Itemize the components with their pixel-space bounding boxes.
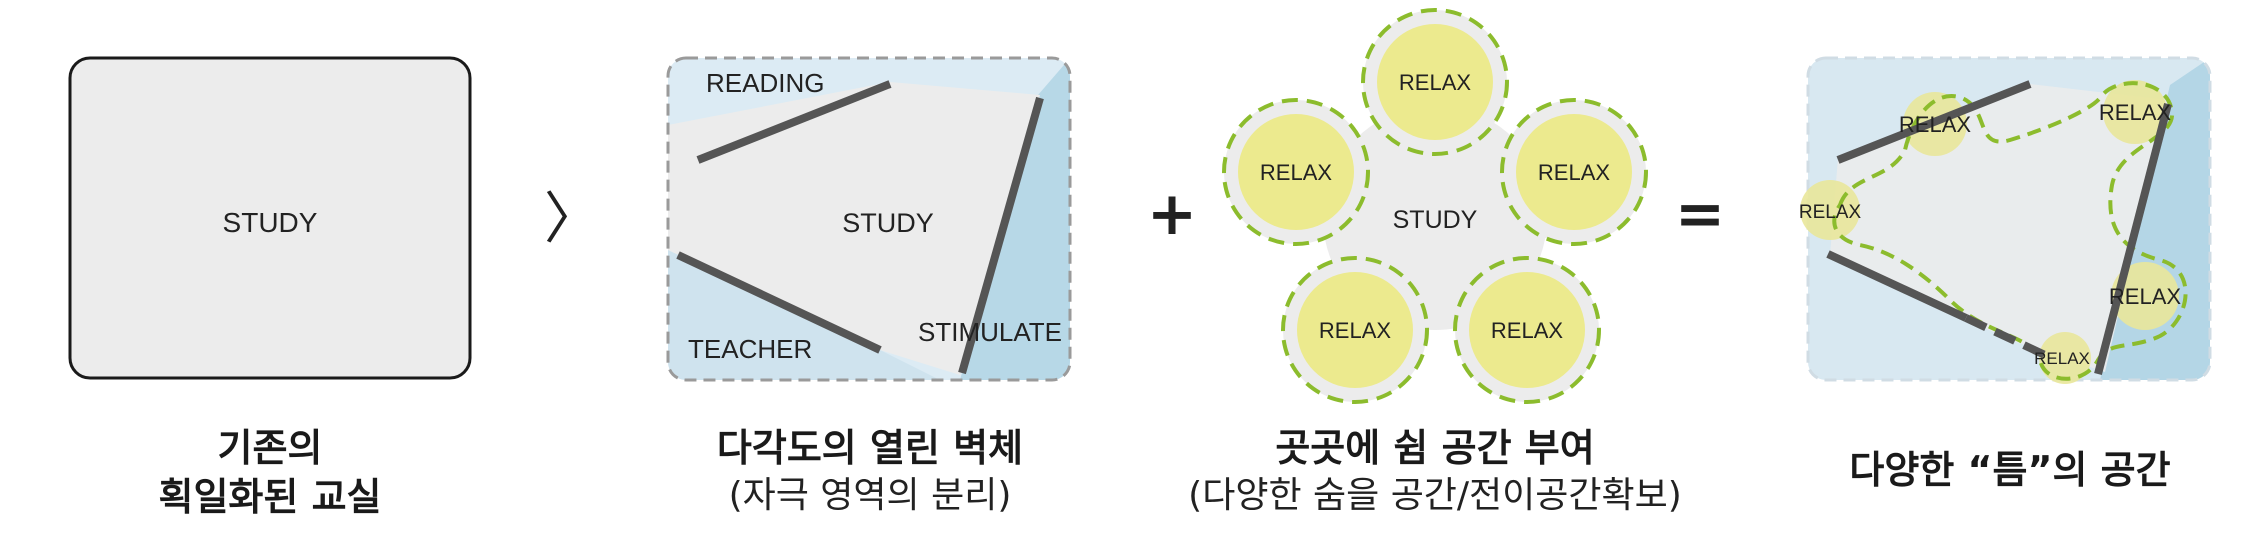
relax-label-bottom-left: RELAX bbox=[1319, 318, 1391, 343]
wall-bottom-left bbox=[1826, 250, 1968, 322]
wall-right bbox=[2094, 102, 2172, 376]
relax-circles bbox=[1238, 24, 1632, 388]
stimulate-zone bbox=[960, 58, 1070, 380]
caption-title: 다양한 “틈”의 공간 bbox=[1849, 448, 2171, 492]
study-label: STUDY bbox=[223, 207, 318, 238]
caption-subtitle: (자극 영역의 분리) bbox=[728, 474, 1012, 516]
wall-reading bbox=[696, 80, 892, 164]
relax-label-bottom-right: RELAX bbox=[1491, 318, 1563, 343]
relax-circle-top bbox=[1377, 24, 1493, 140]
relax-label-left: RELAX bbox=[1260, 160, 1332, 185]
panel-angled-walls: READING STUDY TEACHER STIMULATE bbox=[666, 56, 1072, 382]
caption-title: 기존의 bbox=[217, 426, 323, 470]
study-zone bbox=[668, 82, 1040, 375]
caption-title: 곳곳에 쉼 공간 부여 bbox=[1275, 426, 1595, 470]
relax-outline bbox=[1222, 8, 1648, 404]
panel-uniform-classroom: STUDY bbox=[68, 56, 472, 380]
plus-operator: + bbox=[1147, 179, 1197, 249]
relax-label-right: RELAX bbox=[1538, 160, 1610, 185]
relax-circle-bottom bbox=[2039, 332, 2091, 384]
study-label: STUDY bbox=[842, 208, 934, 238]
relax-circle-left bbox=[1238, 114, 1354, 230]
wall-stimulate bbox=[958, 96, 1044, 375]
relax-circle-right bbox=[2111, 262, 2179, 330]
relax-circle-right bbox=[1516, 114, 1632, 230]
relax-label-bottom: RELAX bbox=[2034, 349, 2090, 368]
caption-panel-3: 곳곳에 쉼 공간 부여 (다양한 숨을 공간/전이공간확보) bbox=[1160, 424, 1710, 519]
relax-circle-top-right bbox=[2103, 80, 2167, 144]
panel2-dashed-border bbox=[666, 56, 1072, 382]
caption-panel-2: 다각도의 열린 벽체 (자극 영역의 분리) bbox=[640, 424, 1100, 519]
caption-subtitle: (다양한 숨을 공간/전이공간확보) bbox=[1188, 474, 1682, 516]
teacher-label: TEACHER bbox=[688, 334, 812, 364]
equals-operator: = bbox=[1675, 179, 1725, 249]
relax-label-top-left: RELAX bbox=[1899, 112, 1971, 137]
caption-panel-1: 기존의 획일화된 교실 bbox=[70, 424, 470, 521]
reading-label: READING bbox=[706, 68, 824, 98]
classroom-box bbox=[68, 56, 472, 380]
caption-title-line2: 획일화된 교실 bbox=[158, 474, 382, 519]
relax-label-left: RELAX bbox=[1799, 202, 1862, 223]
caption-panel-4: 다양한 “틈”의 공간 bbox=[1780, 446, 2240, 495]
caption-title: 다각도의 열린 벽체 bbox=[716, 426, 1024, 470]
study-label: STUDY bbox=[1393, 206, 1478, 234]
panel-gap-spaces: RELAX RELAX RELAX RELAX RELAX bbox=[1799, 56, 2212, 384]
relax-circle-bottom-right bbox=[1469, 272, 1585, 388]
relax-circle-bottom-left bbox=[1297, 272, 1413, 388]
wall-top bbox=[1836, 80, 2032, 164]
greater-than-operator: 〉 bbox=[544, 187, 600, 252]
relax-label-right: RELAX bbox=[2109, 284, 2181, 309]
wall-teacher bbox=[676, 251, 882, 354]
wall-bottom-dashed bbox=[1964, 314, 2047, 359]
study-zone bbox=[1830, 84, 2168, 372]
stimulate-label: STIMULATE bbox=[918, 317, 1062, 347]
relax-label-top-right: RELAX bbox=[2099, 100, 2171, 125]
panel-relax-spaces: STUDY RELAX RELAX RELAX RELAX RELAX bbox=[1222, 8, 1648, 404]
relax-label-top: RELAX bbox=[1399, 70, 1471, 95]
